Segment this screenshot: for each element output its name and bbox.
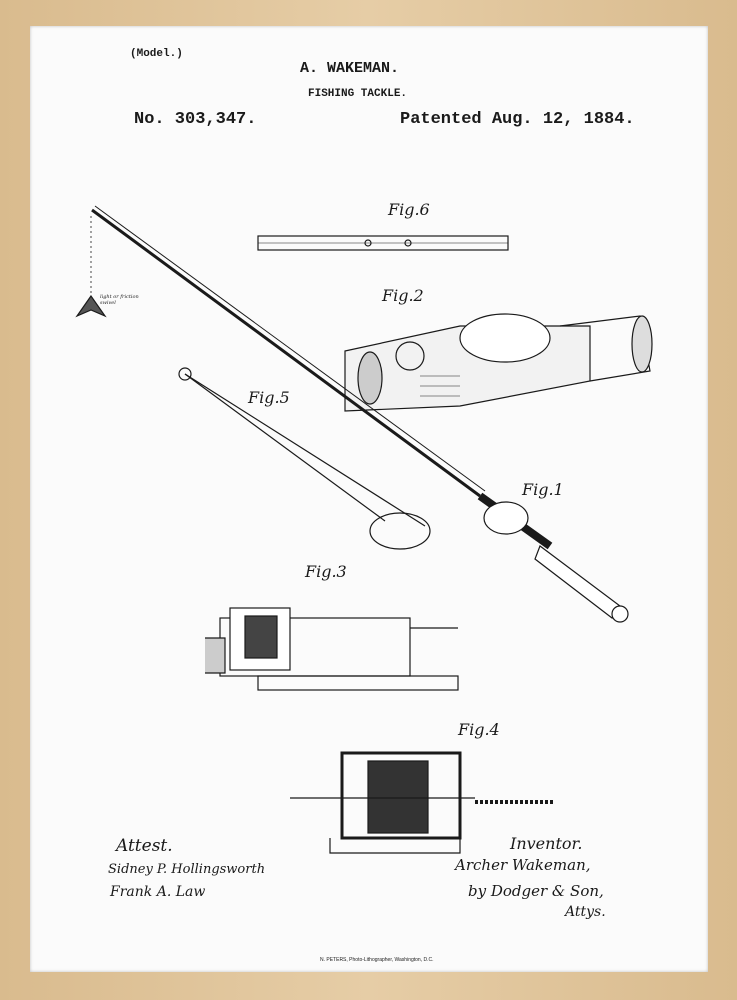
fig3-label: Fig.3 xyxy=(305,562,347,581)
patent-illustration xyxy=(75,205,653,854)
fig6-label: Fig.6 xyxy=(388,200,430,219)
fig1-label: Fig.1 xyxy=(522,480,564,499)
fig5-line-diagram xyxy=(178,367,431,550)
swivel-note: light or friction swivel xyxy=(100,294,139,306)
fig4-section-view xyxy=(290,751,555,854)
printer-credit: N. PETERS, Photo-Lithographer, Washingto… xyxy=(320,957,434,963)
witness-signature-2: Frank A. Law xyxy=(110,884,206,900)
inventor-label: Inventor. xyxy=(510,834,583,853)
inventor-signature: Archer Wakeman, xyxy=(455,856,591,874)
witness-signature-1: Sidney P. Hollingsworth xyxy=(108,862,266,877)
fig5-label: Fig.5 xyxy=(248,388,290,407)
fig2-label: Fig.2 xyxy=(382,286,424,305)
model-label: (Model.) xyxy=(130,48,183,60)
fig1-fishing-rod xyxy=(75,205,629,623)
inventor-name-heading: A. WAKEMAN. xyxy=(300,60,400,77)
patent-number: No. 303,347. xyxy=(134,110,257,129)
fig4-label: Fig.4 xyxy=(458,720,500,739)
attorneys-signature: by Dodger & Son, xyxy=(468,882,604,900)
attys-label: Attys. xyxy=(565,904,606,920)
patent-date: Patented Aug. 12, 1884. xyxy=(400,110,635,129)
patent-drawing-sheet: (Model.) A. WAKEMAN. FISHING TACKLE. No.… xyxy=(30,26,708,972)
attest-label: Attest. xyxy=(116,836,173,856)
patent-title: FISHING TACKLE. xyxy=(308,88,408,100)
fig2-reel xyxy=(344,313,653,412)
fig3-section-view xyxy=(205,607,459,691)
fig6-rod-section xyxy=(257,235,509,251)
